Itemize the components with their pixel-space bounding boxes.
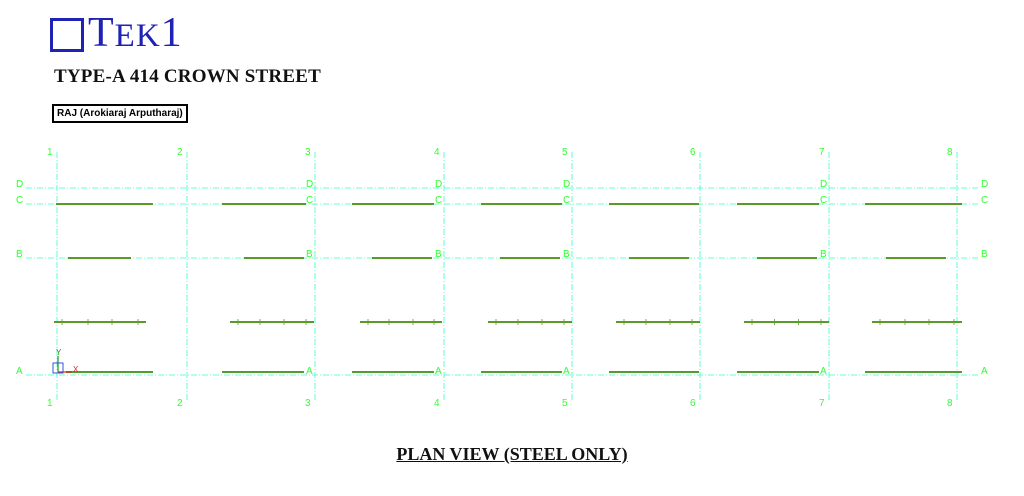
- grid-label-D-right: D: [981, 179, 988, 190]
- grid-label-A-right: A: [981, 366, 988, 377]
- grid-label-7-bottom: 7: [819, 398, 825, 409]
- grid-label-B-col5: B: [563, 249, 570, 260]
- grid-label-3-top: 3: [305, 147, 311, 158]
- author-badge: RAJ (Arokiaraj Arputharaj): [52, 104, 188, 123]
- ucs-y-label: Y: [56, 348, 62, 357]
- grid-label-C-right: C: [981, 195, 988, 206]
- grid-label-4-bottom: 4: [434, 398, 440, 409]
- grid-label-5-bottom: 5: [562, 398, 568, 409]
- grid-label-C-col7: C: [820, 195, 827, 206]
- grid-label-2-top: 2: [177, 147, 183, 158]
- grid-label-B-col4: B: [435, 249, 442, 260]
- grid-label-C-col3: C: [306, 195, 313, 206]
- grid-label-2-bottom: 2: [177, 398, 183, 409]
- ucs-origin-box: [52, 362, 64, 374]
- grid-label-C-col4: C: [435, 195, 442, 206]
- grid-label-A-left: A: [16, 366, 23, 377]
- grid-label-D-col3: D: [306, 179, 313, 190]
- grid-label-D-col4: D: [435, 179, 442, 190]
- grid-label-3-bottom: 3: [305, 398, 311, 409]
- grid-label-6-top: 6: [690, 147, 696, 158]
- grid-label-B-left: B: [16, 249, 23, 260]
- grid-label-A-col5: A: [563, 366, 570, 377]
- view-caption: PLAN VIEW (STEEL ONLY): [396, 444, 628, 464]
- grid-label-8-bottom: 8: [947, 398, 953, 409]
- grid-label-D-left: D: [16, 179, 23, 190]
- grid-label-B-col7: B: [820, 249, 827, 260]
- grid-label-A-col4: A: [435, 366, 442, 377]
- logo-square-icon: [50, 18, 84, 52]
- grid-label-7-top: 7: [819, 147, 825, 158]
- grid-label-A-col7: A: [820, 366, 827, 377]
- grid-label-B-col3: B: [306, 249, 313, 260]
- project-title: TYPE-A 414 CROWN STREET: [54, 66, 321, 87]
- company-logo: TEK1: [50, 9, 183, 56]
- grid-label-4-top: 4: [434, 147, 440, 158]
- grid-label-C-left: C: [16, 195, 23, 206]
- grid-label-5-top: 5: [562, 147, 568, 158]
- grid-label-B-right: B: [981, 249, 988, 260]
- grid-label-6-bottom: 6: [690, 398, 696, 409]
- grid-label-D-col7: D: [820, 179, 827, 190]
- grid-label-1-top: 1: [47, 147, 53, 158]
- grid-label-1-bottom: 1: [47, 398, 53, 409]
- grid-label-A-col3: A: [306, 366, 313, 377]
- grid-label-8-top: 8: [947, 147, 953, 158]
- grid-label-C-col5: C: [563, 195, 570, 206]
- ucs-x-label: X: [73, 365, 79, 374]
- grid-label-D-col5: D: [563, 179, 570, 190]
- logo-wordmark: TEK1: [88, 9, 183, 56]
